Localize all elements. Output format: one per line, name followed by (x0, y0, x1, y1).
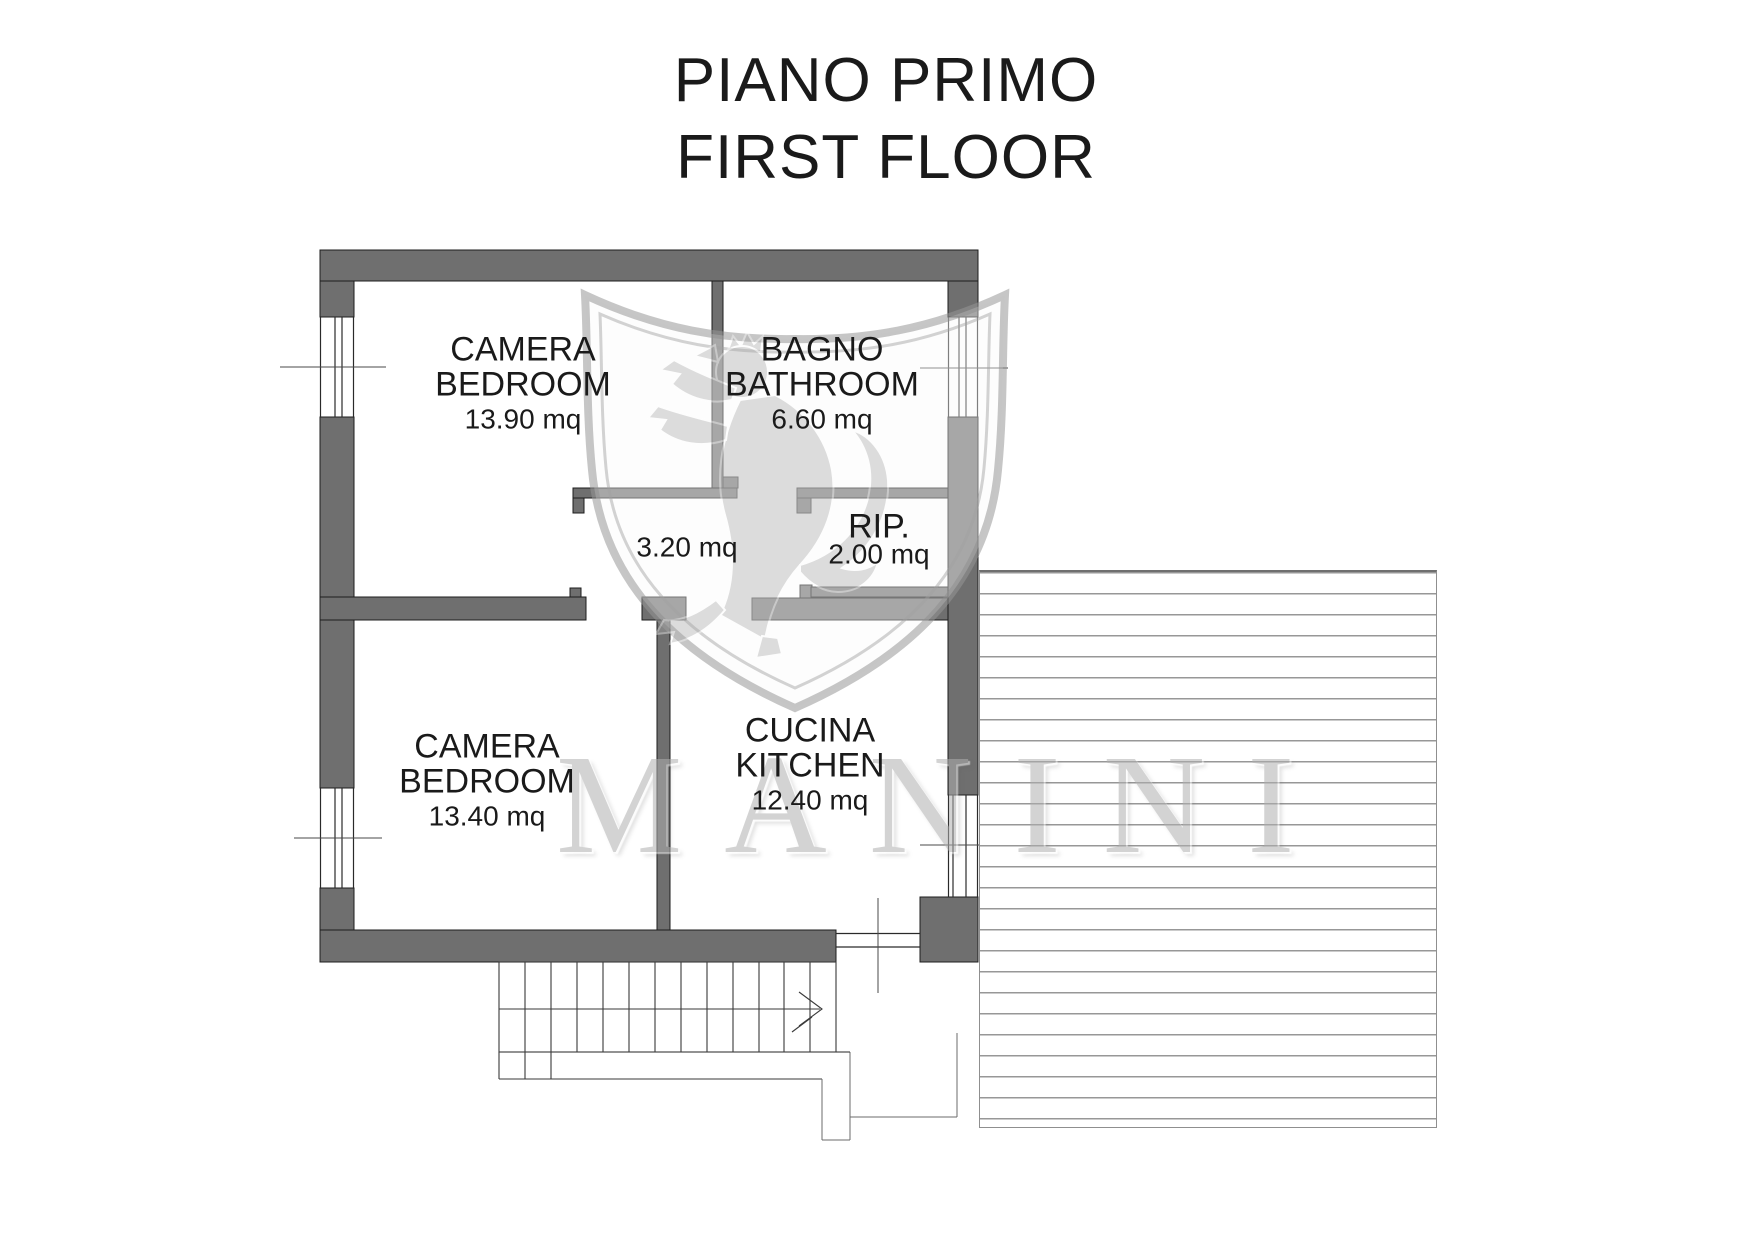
window-kitchen-rear (920, 795, 1008, 897)
staircase (498, 961, 958, 1141)
terrace-deck (979, 570, 1437, 1128)
window-lower-left (294, 788, 382, 888)
room-name-en: KITCHEN (735, 746, 885, 785)
door-kitchen-terrace (836, 898, 920, 993)
room-name-it: BAGNO (760, 330, 884, 369)
room-area: 13.90 mq (464, 403, 582, 435)
stair-direction-arrow (499, 991, 823, 1033)
window-upper-left (280, 317, 386, 417)
watermark-shield-icon (580, 288, 1010, 713)
room-name-it: CUCINA (744, 711, 876, 750)
room-label-kitchen: CUCINA KITCHEN 12.40 mq (735, 711, 885, 817)
page-title: PIANO PRIMO FIRST FLOOR (674, 42, 1098, 196)
room-label-hallway: 3.20 mq (636, 531, 737, 564)
room-name-it: RIP. (848, 507, 910, 546)
room-name-en: BATHROOM (725, 365, 919, 404)
room-label-bathroom: BAGNO BATHROOM 6.60 mq (725, 330, 919, 436)
page-title-line2: FIRST FLOOR (676, 123, 1096, 192)
room-area: 3.20 mq (636, 531, 738, 563)
room-label-bedroom-2: CAMERA BEDROOM 13.40 mq (399, 727, 575, 833)
window-bathroom (920, 317, 1008, 417)
interior-walls (319, 280, 949, 931)
room-area: 2.00 mq (828, 538, 930, 570)
room-label-bedroom-1: CAMERA BEDROOM 13.90 mq (435, 330, 611, 436)
page-title-line1: PIANO PRIMO (673, 46, 1099, 115)
watermark-lion-icon (646, 329, 890, 660)
room-name-it: CAMERA (450, 330, 596, 369)
room-name-en: BEDROOM (399, 762, 575, 801)
room-area: 13.40 mq (428, 800, 546, 832)
room-name-it: CAMERA (414, 727, 560, 766)
room-area: 6.60 mq (771, 403, 873, 435)
room-area: 12.40 mq (751, 784, 869, 816)
watermark-text: MANINI (556, 725, 1337, 883)
room-name-en: BEDROOM (435, 365, 611, 404)
room-label-storage: RIP. 2.00 mq (828, 507, 930, 570)
